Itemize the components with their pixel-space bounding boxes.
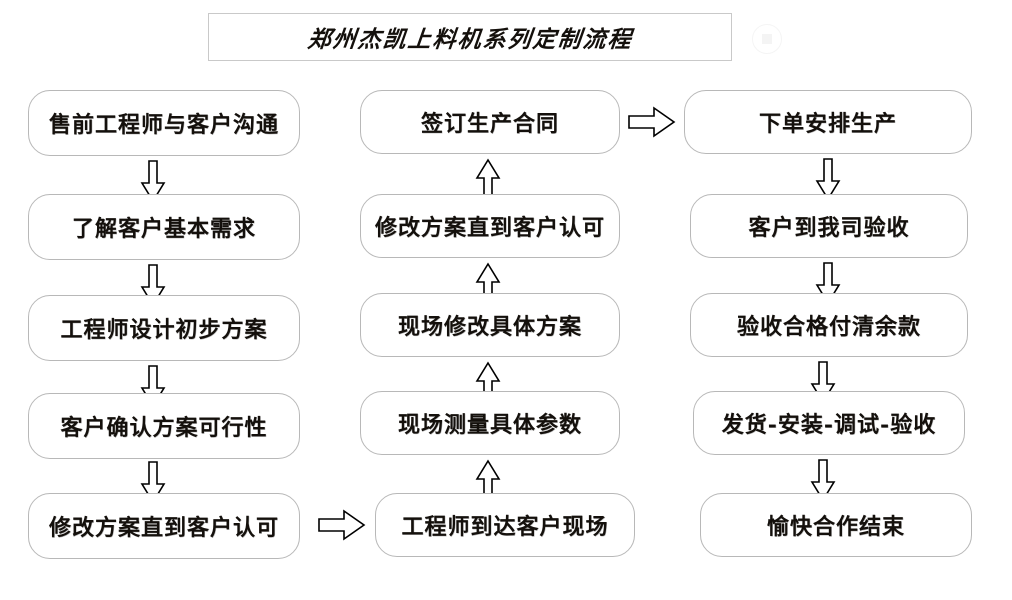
diagram-title: 郑州杰凯上料机系列定制流程 [305,26,634,53]
node-column3-step2[interactable]: 客户到我司验收 [690,194,968,258]
node-label: 工程师设计初步方案 [60,317,268,343]
node-label: 客户确认方案可行性 [60,415,268,441]
node-column1-step1[interactable]: 售前工程师与客户沟通 [28,90,300,156]
node-column1-step2[interactable]: 了解客户基本需求 [28,194,300,260]
node-label: 售前工程师与客户沟通 [48,112,279,138]
node-column2-step5[interactable]: 签订生产合同 [360,90,620,154]
arrow-down-icon [140,160,166,203]
node-label: 现场测量具体参数 [397,412,582,438]
arrow-right-icon [628,105,676,139]
diagram-title-box: 郑州杰凯上料机系列定制流程 [208,13,732,61]
node-label: 验收合格付清余款 [736,314,921,340]
node-column3-step3[interactable]: 验收合格付清余款 [690,293,968,357]
node-label: 修改方案直到客户认可 [48,515,279,541]
node-column2-step2[interactable]: 现场测量具体参数 [360,391,620,455]
node-label: 工程师到达客户现场 [401,514,609,540]
node-column1-step3[interactable]: 工程师设计初步方案 [28,295,300,361]
node-label: 发货-安装-调试-验收 [721,412,937,438]
node-label: 下单安排生产 [758,111,897,137]
arrow-down-icon [810,459,836,502]
node-label: 现场修改具体方案 [397,314,582,340]
node-label: 愉快合作结束 [766,514,905,540]
node-column3-step4[interactable]: 发货-安装-调试-验收 [693,391,965,455]
watermark-icon [752,24,782,54]
node-column1-step4[interactable]: 客户确认方案可行性 [28,393,300,459]
node-label: 了解客户基本需求 [71,216,256,242]
node-column3-step1[interactable]: 下单安排生产 [684,90,972,154]
node-label: 客户到我司验收 [748,215,910,241]
node-column2-step4[interactable]: 修改方案直到客户认可 [360,194,620,258]
node-column2-step1[interactable]: 工程师到达客户现场 [375,493,635,557]
node-column3-step5[interactable]: 愉快合作结束 [700,493,972,557]
node-label: 签订生产合同 [420,111,559,137]
node-column1-step5[interactable]: 修改方案直到客户认可 [28,493,300,559]
node-column2-step3[interactable]: 现场修改具体方案 [360,293,620,357]
arrow-down-icon [815,158,841,201]
arrow-right-icon [318,508,366,542]
node-label: 修改方案直到客户认可 [374,215,605,241]
